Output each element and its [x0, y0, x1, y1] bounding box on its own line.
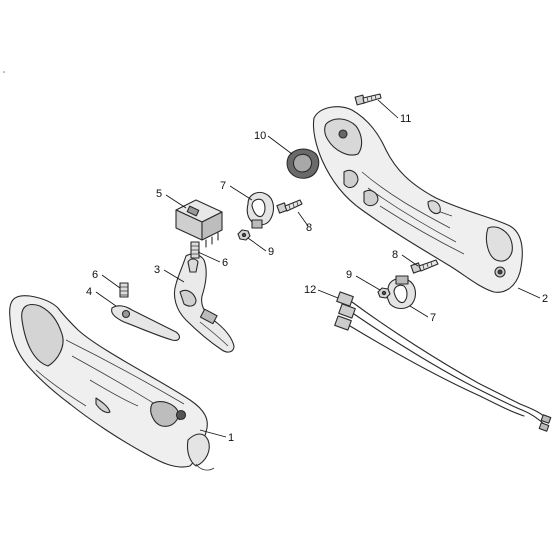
part-7-clamp-lower: [386, 275, 417, 310]
callout-8-lower: 8: [392, 249, 398, 261]
callout-6-upper: 6: [222, 257, 228, 269]
part-7-clamp-upper: [246, 191, 275, 229]
callout-3: 3: [154, 264, 160, 276]
callout-12: 12: [304, 284, 316, 296]
part-9-nut-upper: [237, 229, 251, 241]
part-10-grommet: [286, 148, 320, 179]
part-9-nut-lower: [377, 287, 391, 299]
callout-6-lower: 6: [92, 269, 98, 281]
callout-2: 2: [542, 293, 548, 305]
part-4-lever: [111, 305, 181, 341]
callout-10: 10: [254, 130, 266, 142]
callout-1: 1: [228, 432, 234, 444]
part-6-spring-upper: [190, 241, 200, 259]
callout-9-upper: 9: [268, 246, 274, 258]
callout-labels: 1 2 3 4 5 6 6 7 7 8 8 9 9 10 11 12: [86, 113, 548, 444]
callout-7-lower: 7: [430, 312, 436, 324]
callout-4: 4: [86, 286, 92, 298]
callout-7-upper: 7: [220, 180, 226, 192]
callout-9-lower: 9: [346, 269, 352, 281]
callout-8-upper: 8: [306, 222, 312, 234]
part-6-spring-lower: [119, 282, 129, 298]
part-12-wire-harness: [334, 291, 552, 432]
part-5-switch: [175, 199, 223, 248]
part-11-screw: [354, 93, 382, 106]
callout-5: 5: [156, 188, 162, 200]
part-8-screw-upper: [276, 199, 303, 214]
part-2-upper-handle: [312, 106, 523, 293]
callout-11: 11: [400, 113, 411, 125]
part-8-screw-lower: [410, 259, 439, 274]
part-1-lower-handle: [9, 295, 215, 471]
stray-mark: [3, 71, 5, 73]
part-3-trigger: [173, 253, 235, 353]
leader-lines: [95, 99, 541, 438]
